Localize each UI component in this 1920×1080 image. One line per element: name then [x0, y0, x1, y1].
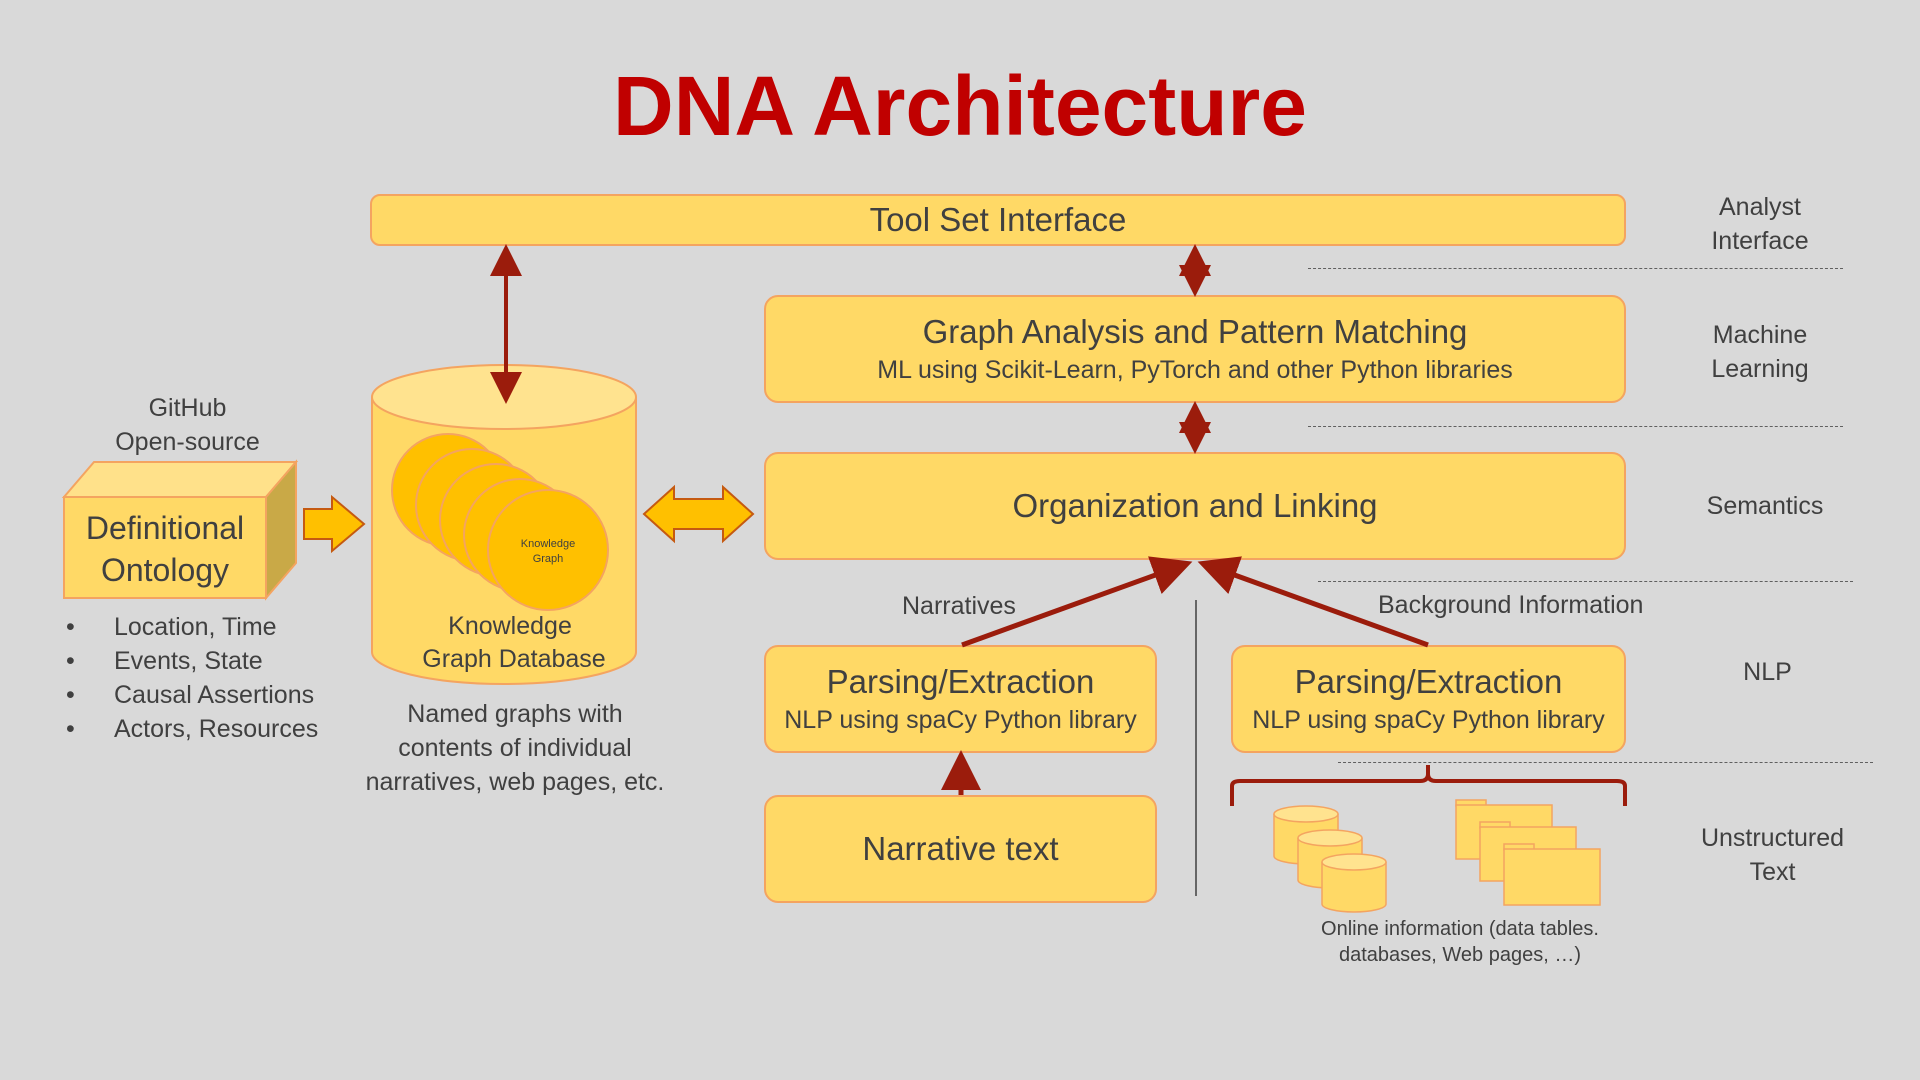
- kg-db-label-line1: Knowledge: [448, 612, 572, 640]
- layer-label-analyst: Analyst Interface: [1690, 190, 1830, 258]
- online-sources-brace: [1230, 765, 1627, 806]
- ontology-item: Events, State: [66, 644, 318, 678]
- parsing-right-subtitle: NLP using spaCy Python library: [1252, 705, 1605, 734]
- parsing-extraction-right-box[interactable]: Parsing/Extraction NLP using spaCy Pytho…: [1231, 645, 1626, 753]
- narratives-label: Narratives: [902, 592, 1016, 620]
- github-label: GitHub: [148, 394, 227, 422]
- separator-semantics-nlp: [1318, 581, 1853, 582]
- graph-analysis-subtitle: ML using Scikit-Learn, PyTorch and other…: [877, 355, 1513, 384]
- toolset-interface-box[interactable]: Tool Set Interface: [370, 194, 1626, 246]
- layer-label-semantics: Semantics: [1706, 492, 1824, 520]
- web-pages-icon: [1455, 799, 1601, 906]
- ontology-title-line1: Definitional: [86, 510, 244, 546]
- parsing-right-title: Parsing/Extraction: [1294, 662, 1563, 700]
- parsing-left-subtitle: NLP using spaCy Python library: [784, 705, 1137, 734]
- background-information-label: Background Information: [1378, 591, 1644, 619]
- page-title: DNA Architecture: [613, 59, 1307, 153]
- ontology-item: Location, Time: [66, 610, 318, 644]
- narrative-text-label: Narrative text: [862, 830, 1059, 868]
- layer-unstructured-text: Unstructured Text: [1700, 824, 1845, 886]
- layer-analyst-text: Analyst Interface: [1711, 193, 1809, 255]
- parsing-extraction-left-box[interactable]: Parsing/Extraction NLP using spaCy Pytho…: [764, 645, 1157, 753]
- layer-label-nlp: NLP: [1743, 658, 1792, 686]
- ontology-to-db-arrow: [303, 494, 366, 554]
- knowledge-db-caption: Named graphs with contents of individual…: [345, 697, 685, 799]
- knowledge-caption-line1: Named graphs with: [407, 700, 623, 728]
- knowledge-graph-database[interactable]: Knowledge Graph Knowledge Graph Database: [371, 364, 637, 685]
- ontology-title-line2: Ontology: [101, 552, 229, 588]
- ontology-item: Actors, Resources: [66, 712, 318, 746]
- background-arrow: [1197, 556, 1429, 648]
- database-icon: [1273, 805, 1387, 913]
- layer-ml-text: Machine Learning: [1711, 321, 1809, 383]
- ontology-items-list: Location, Time Events, State Causal Asse…: [66, 610, 318, 746]
- separator-analyst-ml: [1308, 268, 1843, 269]
- kg-db-label-line2: Graph Database: [422, 645, 605, 673]
- open-source-label: Open-source: [115, 428, 260, 456]
- graph-analysis-title: Graph Analysis and Pattern Matching: [922, 312, 1468, 350]
- online-info-line1: Online information (data tables.: [1321, 918, 1599, 940]
- kg-disc-label1: Knowledge: [521, 538, 575, 550]
- narrative-text-box[interactable]: Narrative text: [764, 795, 1157, 903]
- knowledge-caption-line3: narratives, web pages, etc.: [365, 768, 665, 796]
- toolset-interface-label: Tool Set Interface: [869, 201, 1127, 239]
- organization-linking-label: Organization and Linking: [1012, 487, 1378, 525]
- online-info-line2: databases, Web pages, …): [1339, 944, 1581, 966]
- layer-label-ml: Machine Learning: [1690, 318, 1830, 386]
- layer-label-unstructured: Unstructured Text: [1690, 821, 1855, 889]
- definitional-ontology-cube[interactable]: Definitional Ontology: [61, 459, 299, 601]
- kg-disc-label2: Graph: [533, 553, 564, 565]
- narratives-arrow: [961, 556, 1193, 648]
- parsing-left-title: Parsing/Extraction: [826, 662, 1095, 700]
- ontology-item: Causal Assertions: [66, 678, 318, 712]
- db-organization-double-arrow: [642, 484, 755, 544]
- organization-linking-box[interactable]: Organization and Linking: [764, 452, 1626, 560]
- separator-nlp-unstructured: [1338, 762, 1873, 763]
- separator-ml-semantics: [1308, 426, 1843, 427]
- knowledge-caption-line2: contents of individual: [398, 734, 632, 762]
